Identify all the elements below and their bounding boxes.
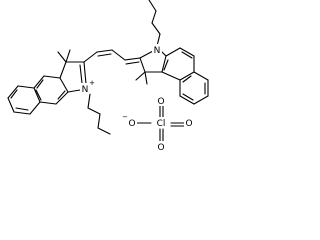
lower-naph-b-double-1	[10, 89, 18, 99]
lower-butyl-bond-1	[87, 93, 91, 109]
perchlorate-oxygen-left-label: O	[128, 119, 135, 129]
lower-naph-a1	[43, 75, 61, 79]
lower-naph-b-double-3	[35, 89, 42, 101]
lower-methyl-1	[57, 51, 67, 63]
perchlorate-oxygen-right-label: O	[185, 119, 192, 129]
lower-naph-a5	[55, 91, 69, 105]
bridge-bond-3b	[97, 53, 112, 57]
nitrogen-lower-charge: +	[89, 79, 95, 87]
lower-butyl-bond-2	[87, 107, 101, 115]
upper-methyl-2	[144, 71, 148, 85]
lower-naph-b-double-2	[15, 107, 29, 111]
upper-naph-b1	[193, 71, 209, 81]
lower-ring-c3-c3a	[59, 61, 67, 79]
lower-naph-b5	[29, 101, 41, 115]
upper-naph-a5	[161, 71, 181, 81]
upper-ring-n-c2	[139, 50, 154, 59]
lower-methyl-2	[65, 49, 71, 63]
upper-naph-b4	[179, 95, 195, 105]
lower-ring-c3a-c7a	[59, 77, 69, 93]
upper-butyl-bond-3	[151, 10, 157, 24]
upper-naph-a4	[179, 71, 195, 81]
lower-naph-b1	[17, 85, 35, 89]
bridge-bond-2	[111, 49, 126, 61]
lower-ring-c7a-n	[67, 89, 81, 93]
lower-naph-b2	[7, 85, 19, 99]
upper-naph-a1	[165, 47, 181, 57]
upper-ring-c2-c3	[139, 57, 146, 73]
upper-ring-c3a-c7a	[161, 55, 167, 73]
upper-naph-b3	[193, 95, 209, 105]
upper-naph-b-double-2	[182, 93, 194, 101]
upper-benzoindole-unit	[135, 0, 209, 105]
lower-naph-a-double-1	[57, 90, 66, 100]
polymethine-bridge	[83, 49, 141, 65]
perchlorate-anion	[136, 104, 185, 143]
atom-labels: N N + Cl O O − O O	[80, 44, 194, 153]
perchlorate-chlorine-label: Cl	[157, 119, 166, 129]
lower-naph-a4	[39, 101, 57, 105]
lower-naph-a-double-2	[36, 79, 44, 89]
bridge-bond-3a	[96, 49, 113, 53]
nitrogen-lower-label: N	[82, 85, 89, 95]
lower-naph-a3	[33, 87, 41, 103]
upper-methyl-1	[135, 71, 146, 81]
lower-butyl-bond-4	[97, 127, 111, 135]
lower-naph-b3	[7, 97, 15, 113]
bridge-bond-4	[83, 51, 98, 63]
perchlorate-oxygen-bottom-label: O	[157, 143, 164, 153]
lower-naph-a2	[33, 75, 45, 89]
upper-naph-a2	[179, 47, 195, 57]
upper-naph-b-double-3	[182, 75, 192, 83]
lower-ring-n-c2-b	[79, 64, 83, 84]
perchlorate-oxygen-top-label: O	[157, 97, 164, 107]
bridge-exo-double-a	[124, 57, 141, 61]
nitrogen-upper-label: N	[154, 46, 161, 56]
upper-naph-a-double-1	[181, 51, 193, 59]
lower-naph-b4	[13, 111, 31, 115]
upper-butyl-bond-2	[151, 22, 161, 35]
lower-benzoindolium-unit	[7, 49, 111, 135]
upper-butyl-bond-4	[148, 0, 157, 12]
lower-ring-n-c2-a	[83, 61, 87, 85]
bridge-exo-double-b	[125, 61, 140, 65]
lower-butyl-bond-3	[97, 113, 101, 129]
upper-naph-a-double-2	[163, 59, 169, 71]
perchlorate-oxygen-charge: −	[122, 113, 128, 121]
chemical-structure-diagram: N N + Cl O O − O O	[7, 0, 209, 153]
